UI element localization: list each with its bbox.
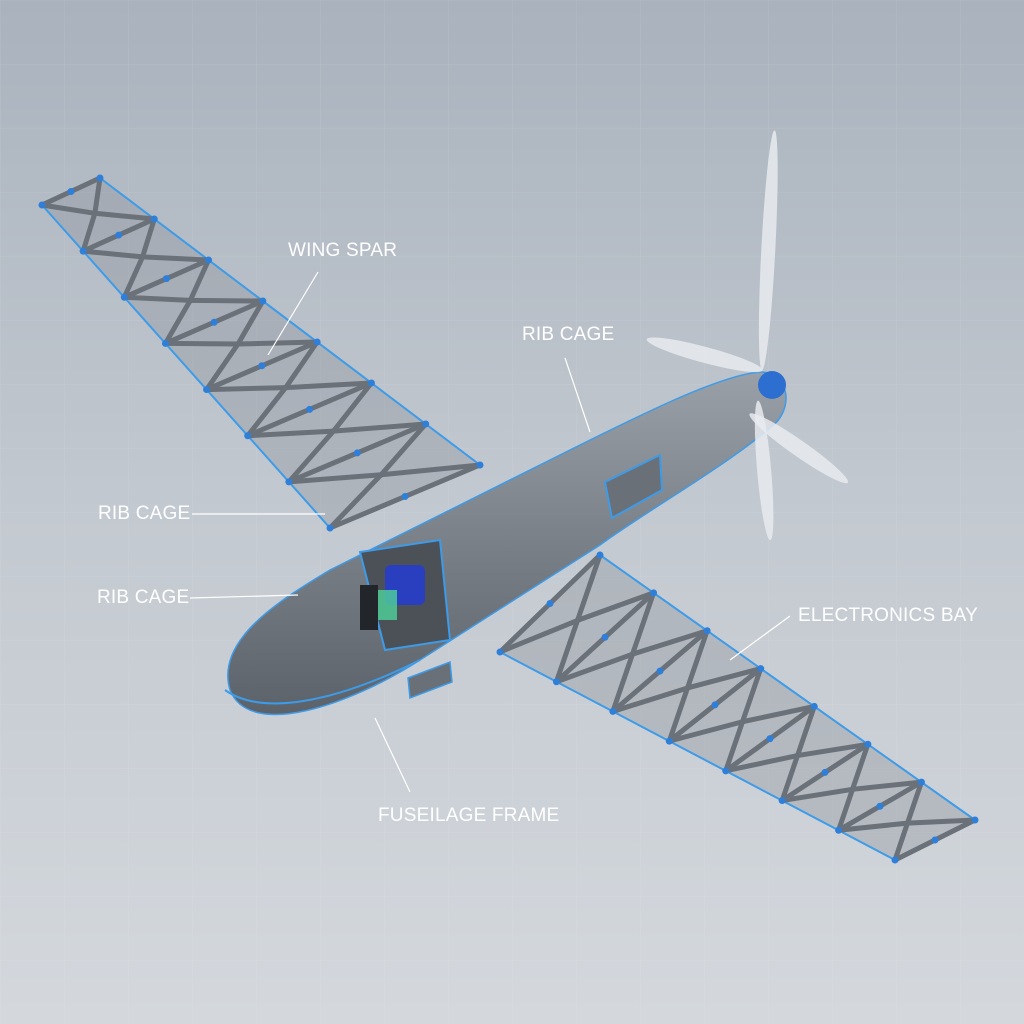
label-electronics-bay: ELECTRONICS BAY xyxy=(798,605,979,626)
label-rib-cage-left-lower: RIB CAGE xyxy=(97,587,190,608)
leader-lines xyxy=(189,271,791,793)
right-wing-truss xyxy=(496,551,979,864)
label-fuselage-frame: FUSEILAGE FRAME xyxy=(378,805,560,826)
spinner-hub xyxy=(758,371,786,399)
left-wing-truss xyxy=(38,174,484,532)
label-rib-cage-top: RIB CAGE xyxy=(522,324,615,345)
label-rib-cage-left-upper: RIB CAGE xyxy=(98,503,191,524)
fuselage xyxy=(224,371,787,716)
propeller xyxy=(646,130,849,541)
access-hatch xyxy=(603,453,664,520)
label-wing-spar: WING SPAR xyxy=(288,240,398,261)
